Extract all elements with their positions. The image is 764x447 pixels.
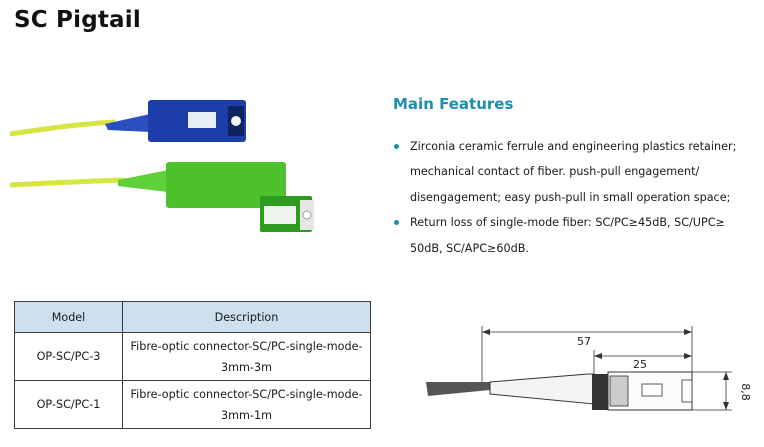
ferrule-window-blue (188, 112, 216, 128)
cell-model: OP-SC/PC-1 (14, 380, 123, 429)
cell-model: OP-SC/PC-3 (14, 332, 123, 381)
drawing-cable (426, 382, 490, 396)
drawing-boot (489, 373, 595, 405)
features-heading: Main Features (393, 95, 514, 113)
header-model: Model (14, 301, 123, 333)
boot-green (118, 170, 168, 192)
dim-88-label: 8,8 (739, 383, 752, 401)
bullet-icon (394, 220, 399, 226)
arrow-icon (684, 329, 692, 335)
ferrule-end-green (302, 210, 312, 220)
cable-upper (10, 119, 116, 137)
table-row: OP-SC/PC-1 Fibre-optic connector-SC/PC-s… (14, 380, 371, 429)
feature-item: Return loss of single-mode fiber: SC/PC≥… (394, 210, 756, 261)
table-header-row: Model Description (14, 301, 371, 333)
feature-text: Zirconia ceramic ferrule and engineering… (410, 140, 737, 204)
table-row: OP-SC/PC-3 Fibre-optic connector-SC/PC-s… (14, 332, 371, 381)
arrow-icon (482, 329, 490, 335)
ferrule-end-blue (231, 116, 241, 126)
feature-text: Return loss of single-mode fiber: SC/PC≥… (410, 216, 725, 255)
drawing-crimp (592, 374, 608, 410)
drawing-ferrule (681, 379, 693, 403)
dim-25-label: 25 (633, 358, 647, 371)
drawing-latch (641, 383, 663, 397)
feature-item: Zirconia ceramic ferrule and engineering… (394, 134, 756, 210)
header-description: Description (122, 301, 371, 333)
drawing-grip (609, 375, 629, 407)
arrow-icon (723, 372, 729, 380)
cell-description: Fibre-optic connector-SC/PC-single-mode-… (122, 332, 371, 381)
boot-blue (105, 114, 150, 132)
page-title: SC Pigtail (14, 7, 141, 33)
cable-lower (10, 177, 126, 188)
arrow-icon (723, 402, 729, 410)
arrow-icon (684, 353, 692, 359)
cell-description: Fibre-optic connector-SC/PC-single-mode-… (122, 380, 371, 429)
model-table: Model Description OP-SC/PC-3 Fibre-optic… (14, 301, 371, 429)
ferrule-window-green (264, 206, 296, 224)
dim-57-label: 57 (577, 335, 591, 348)
arrow-icon (594, 353, 602, 359)
features-list: Zirconia ceramic ferrule and engineering… (394, 134, 756, 261)
pigtail-photo (10, 100, 314, 232)
dimension-drawing: 57 25 8,8 (426, 326, 752, 411)
bullet-icon (394, 144, 399, 149)
connector-green (166, 162, 286, 208)
